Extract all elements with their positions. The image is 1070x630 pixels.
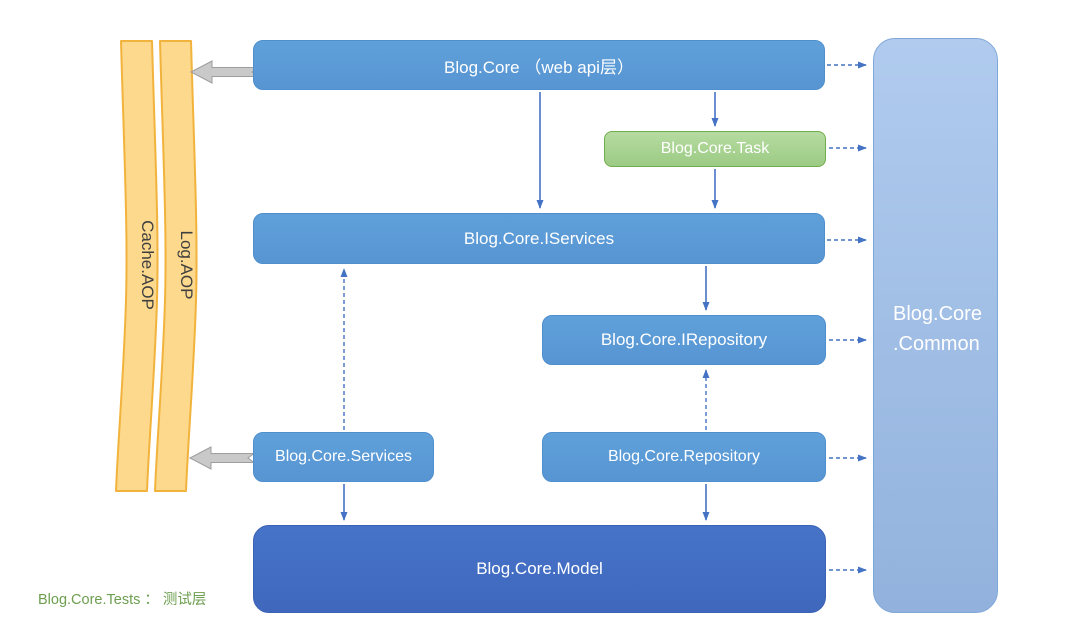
box-services-label: Blog.Core.Services	[275, 448, 412, 465]
box-common: Blog.Core .Common	[873, 38, 998, 613]
box-model: Blog.Core.Model	[253, 525, 826, 613]
box-iservices: Blog.Core.IServices	[253, 213, 825, 264]
box-model-label: Blog.Core.Model	[476, 559, 603, 578]
box-iservices-label: Blog.Core.IServices	[463, 228, 615, 248]
log-aop-ribbon	[154, 40, 198, 492]
cache-aop-label: Cache.AOP	[138, 220, 157, 310]
gray-arrow-services-to-aop	[188, 446, 256, 470]
log-aop-label: Log.AOP	[177, 231, 196, 300]
box-web-api-layer: Blog.Core （web api层）	[253, 40, 825, 90]
box-services: Blog.Core.Services	[253, 432, 434, 482]
box-task-label: Blog.Core.Task	[660, 140, 770, 157]
box-repository-label: Blog.Core.Repository	[607, 448, 761, 465]
box-common-label-line1: Blog.Core	[893, 303, 982, 325]
gray-arrow-webapi-to-aop	[189, 60, 260, 84]
box-common-label: Blog.Core .Common	[874, 39, 982, 359]
box-irepository: Blog.Core.IRepository	[542, 315, 826, 365]
box-common-label-line2: .Common	[893, 333, 980, 355]
box-irepository-label: Blog.Core.IRepository	[600, 330, 768, 349]
box-task: Blog.Core.Task	[604, 131, 826, 167]
cache-aop-ribbon	[115, 40, 159, 492]
box-web-api-label: Blog.Core （web api层）	[444, 57, 634, 77]
legend-line-tests: Blog.Core.Tests ： 测试层	[38, 592, 207, 608]
legend-notes: Blog.Core.Tests ： 测试层 Blog.Core.Frame： 模…	[38, 548, 210, 630]
box-repository: Blog.Core.Repository	[542, 432, 826, 482]
